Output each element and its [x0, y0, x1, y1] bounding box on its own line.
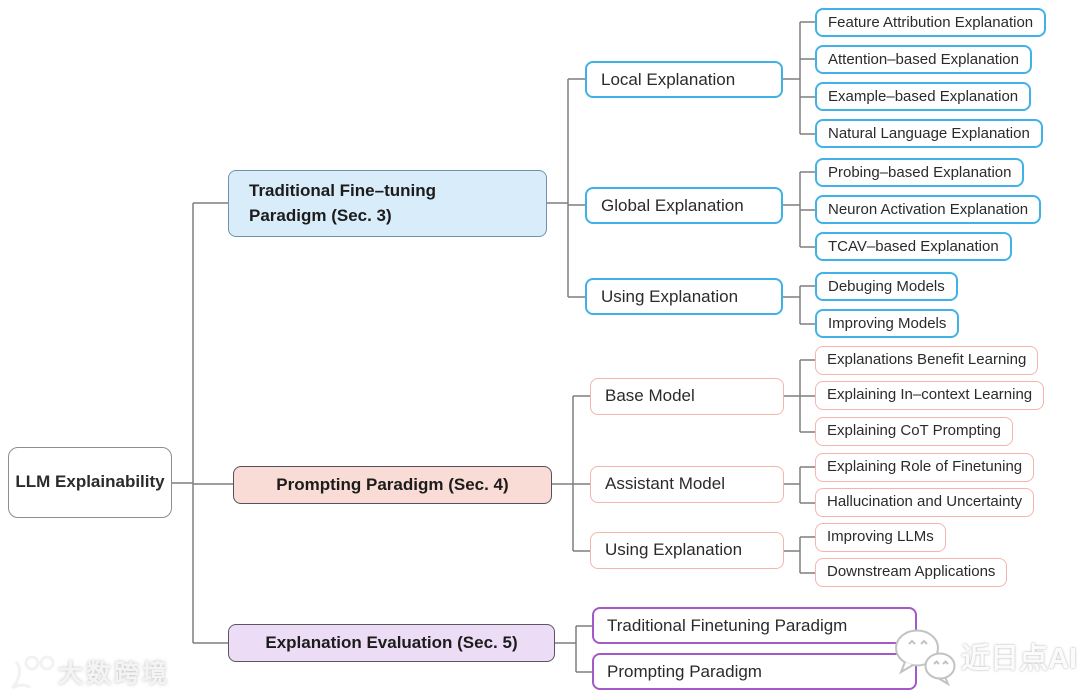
node-explaining-in-context-learning: Explaining In–context Learning — [815, 381, 1045, 410]
node-example-based-explanation: Example–based Explanation — [815, 82, 1032, 111]
node-natural-language-explanation: Natural Language Explanation — [815, 119, 1043, 148]
node-using-explanation-prompting: Using Explanation — [590, 532, 784, 569]
connector-branch1-children — [547, 78, 585, 298]
node-hallucination-and-uncertainty: Hallucination and Uncertainty — [815, 488, 1035, 517]
connector-base-children — [784, 359, 815, 433]
branch-label: Prompting Paradigm (Sec. 4) — [276, 475, 509, 494]
watermark-text: 大数跨境 — [58, 660, 171, 688]
node-neuron-activation-explanation: Neuron Activation Explanation — [815, 195, 1042, 224]
node-assistant-model: Assistant Model — [590, 466, 784, 503]
connector-local-children — [783, 21, 815, 135]
wechat-icon — [895, 629, 956, 686]
watermark-bottom-left: 大数跨境 — [6, 650, 170, 694]
connector-root-trunk — [172, 202, 233, 644]
node-feature-attribution-explanation: Feature Attribution Explanation — [815, 8, 1047, 37]
node-using-explanation-finetuning: Using Explanation — [585, 278, 783, 315]
node-debuging-models: Debuging Models — [815, 272, 958, 301]
node-eval-prompting-paradigm: Prompting Paradigm — [592, 653, 917, 690]
watermark-bottom-right: 近日点AI — [893, 626, 1077, 686]
connector-branch3-children — [555, 625, 592, 673]
connector-using2-children — [784, 536, 815, 574]
node-traditional-finetuning-paradigm: Traditional Fine–tuning Paradigm (Sec. 3… — [228, 170, 547, 237]
node-explaining-cot-prompting: Explaining CoT Prompting — [815, 417, 1013, 446]
node-global-explanation: Global Explanation — [585, 187, 783, 224]
node-improving-llms: Improving LLMs — [815, 523, 946, 552]
branch-label: Traditional Fine–tuning Paradigm (Sec. 3… — [249, 180, 436, 225]
watermark-text: 近日点AI — [961, 643, 1078, 675]
dashu-100-logo-icon — [10, 655, 55, 690]
connector-global-children — [783, 171, 815, 248]
node-explaining-role-of-finetuning: Explaining Role of Finetuning — [815, 453, 1035, 482]
branch-label: Explanation Evaluation (Sec. 5) — [265, 633, 518, 652]
node-llm-explainability: LLM Explainability — [8, 447, 172, 518]
node-probing-based-explanation: Probing–based Explanation — [815, 158, 1025, 187]
node-base-model: Base Model — [590, 378, 784, 415]
connector-assistant-children — [784, 466, 815, 504]
connector-branch2-children — [552, 395, 590, 552]
node-improving-models: Improving Models — [815, 309, 960, 338]
node-explanations-benefit-learning: Explanations Benefit Learning — [815, 346, 1039, 375]
node-local-explanation: Local Explanation — [585, 61, 783, 98]
node-eval-traditional-finetuning-paradigm: Traditional Finetuning Paradigm — [592, 607, 917, 644]
node-tcav-based-explanation: TCAV–based Explanation — [815, 232, 1012, 261]
node-explanation-evaluation: Explanation Evaluation (Sec. 5) — [228, 624, 555, 662]
node-attention-based-explanation: Attention–based Explanation — [815, 45, 1032, 74]
node-downstream-applications: Downstream Applications — [815, 558, 1008, 587]
connector-using1-children — [783, 285, 815, 325]
node-prompting-paradigm: Prompting Paradigm (Sec. 4) — [233, 466, 552, 504]
